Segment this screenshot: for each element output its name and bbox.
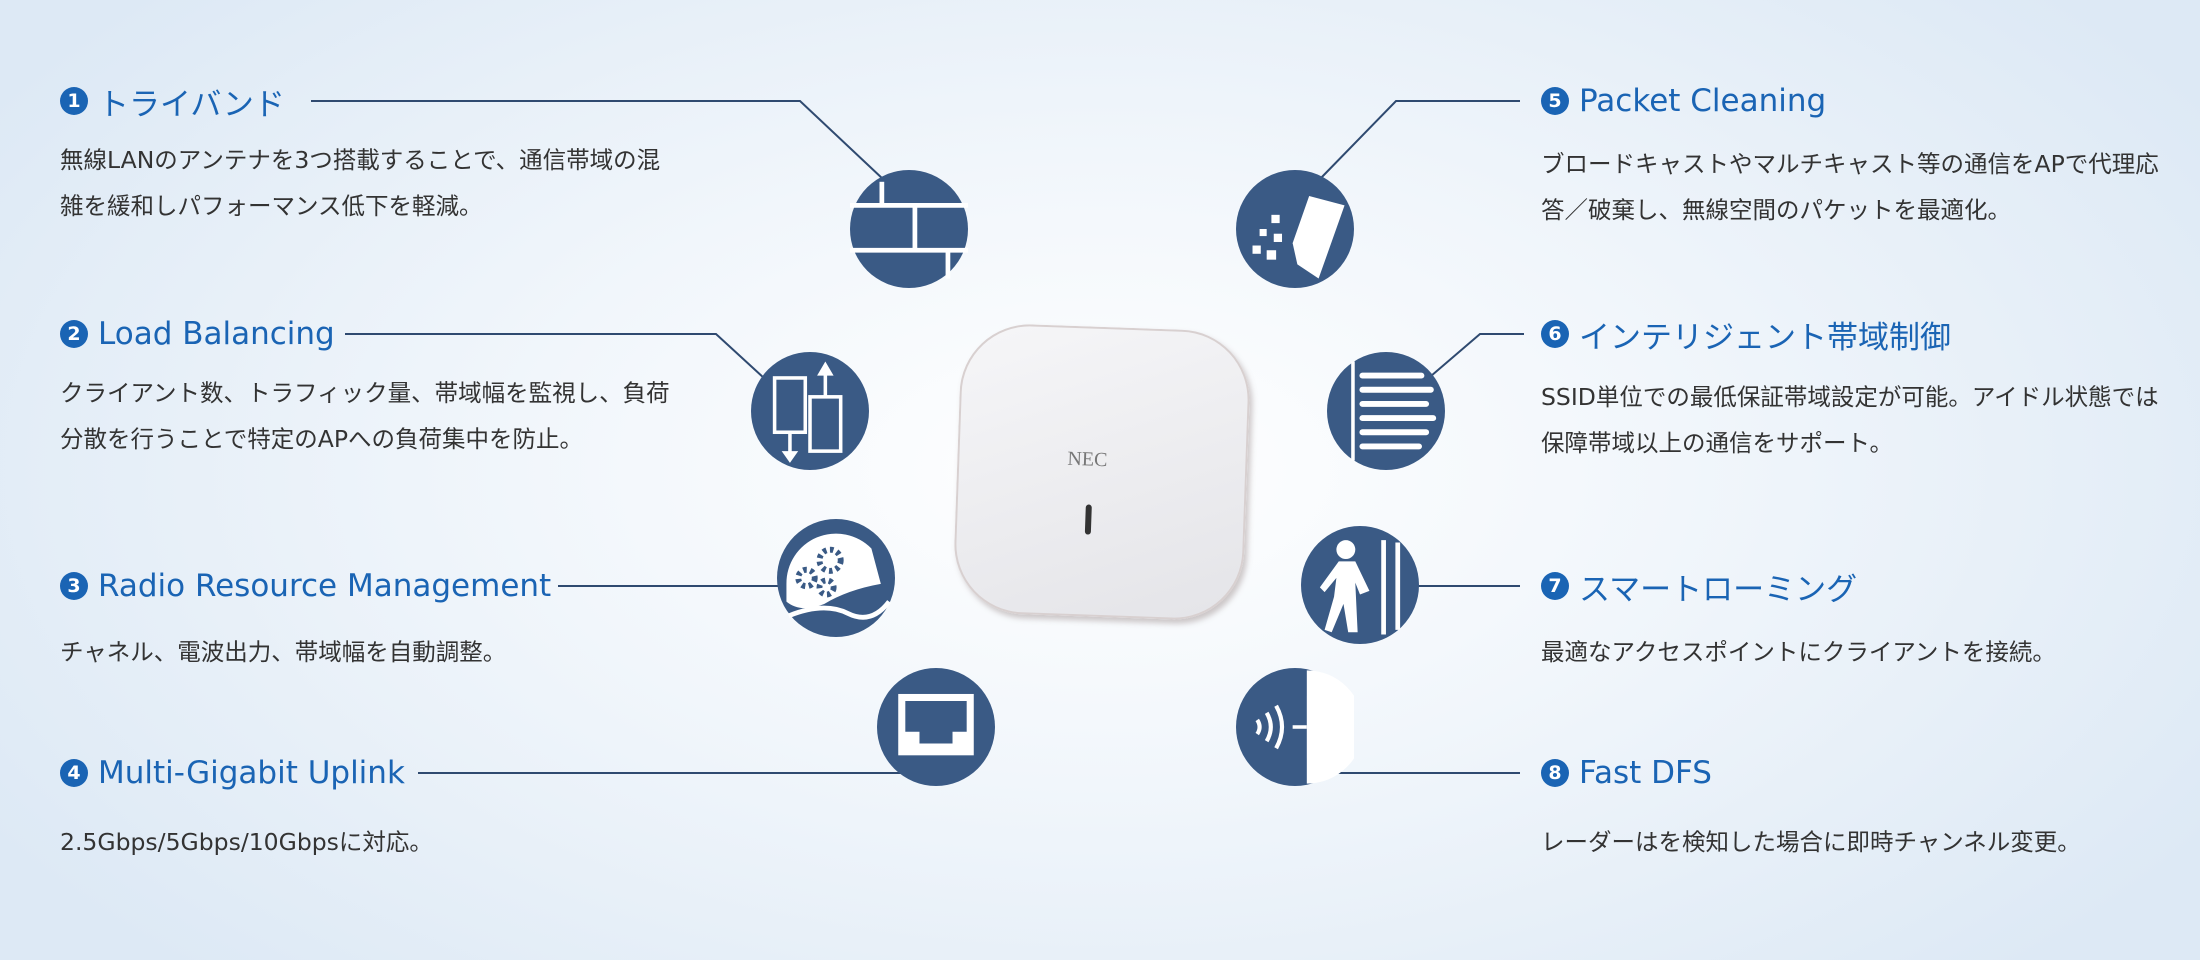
- feature-5-desc: ブロードキャストやマルチキャスト等の通信をAPで代理応答／破棄し、無線空間のパケ…: [1541, 150, 2159, 224]
- number-badge: 2: [60, 320, 88, 348]
- feature-2-heading: 2 Load Balancing: [60, 314, 335, 354]
- radar-wave-icon: [1236, 668, 1354, 786]
- feature-title: スマートローミング: [1579, 571, 1858, 608]
- number-badge: 6: [1541, 320, 1569, 348]
- ethernet-port-icon: [877, 668, 995, 786]
- feature-title: Multi-Gigabit Uplink: [98, 755, 405, 791]
- number-badge: 1: [60, 87, 88, 115]
- feature-title: Load Balancing: [98, 316, 335, 352]
- bandwidth-bars-icon: [1327, 352, 1445, 470]
- feature-2-desc: クライアント数、トラフィック量、帯域幅を監視し、負荷分散を行うことで特定のAPへ…: [60, 379, 670, 453]
- feature-title: Fast DFS: [1579, 755, 1712, 791]
- number-badge: 7: [1541, 572, 1569, 600]
- number-badge: 5: [1541, 87, 1569, 115]
- feature-title: Packet Cleaning: [1579, 83, 1827, 119]
- feature-6-heading: 6 インテリジェント帯域制御: [1541, 314, 1951, 356]
- feature-8-desc: レーダーはを検知した場合に即時チャンネル変更。: [1541, 828, 2081, 856]
- feature-title: インテリジェント帯域制御: [1579, 319, 1951, 356]
- feature-4-desc: 2.5Gbps/5Gbps/10Gbpsに対応。: [60, 828, 433, 856]
- number-badge: 4: [60, 759, 88, 787]
- feature-6-desc: SSID単位での最低保証帯域設定が可能。アイドル状態では保障帯域以上の通信をサポ…: [1541, 383, 2159, 457]
- gears-icon: [777, 519, 895, 637]
- feature-5-heading: 5 Packet Cleaning: [1541, 81, 1826, 121]
- feature-3-desc: チャネル、電波出力、帯域幅を自動調整。: [60, 638, 507, 666]
- feature-7-heading: 7 スマートローミング: [1541, 566, 1858, 608]
- antenna-band-icon: [850, 170, 968, 288]
- feature-title: トライバンド: [98, 86, 285, 123]
- brand-logo: NEC: [1067, 447, 1108, 472]
- access-point-device: NEC: [952, 322, 1252, 622]
- feature-8-heading: 8 Fast DFS: [1541, 753, 1712, 793]
- status-led: [1084, 504, 1092, 535]
- feature-1-desc: 無線LANのアンテナを3つ搭載することで、通信帯域の混雑を緩和しパフォーマンス低…: [60, 146, 661, 220]
- load-balancing-icon: [751, 352, 869, 470]
- broom-icon: [1236, 170, 1354, 288]
- feature-3-heading: 3 Radio Resource Management: [60, 566, 551, 606]
- feature-7-desc: 最適なアクセスポイントにクライアントを接続。: [1541, 638, 2056, 666]
- feature-title: Radio Resource Management: [98, 568, 552, 604]
- walking-person-icon: [1301, 526, 1419, 644]
- feature-4-heading: 4 Multi-Gigabit Uplink: [60, 753, 405, 793]
- feature-1-heading: 1 トライバンド: [60, 81, 285, 123]
- number-badge: 3: [60, 572, 88, 600]
- number-badge: 8: [1541, 759, 1569, 787]
